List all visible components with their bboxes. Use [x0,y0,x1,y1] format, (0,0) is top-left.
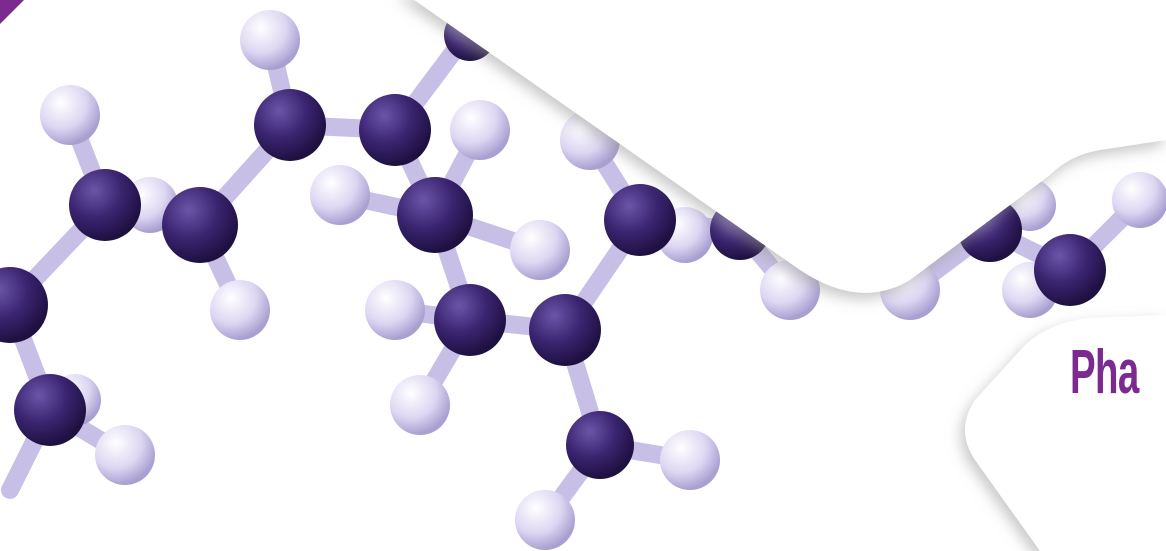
title-panel [965,315,1166,551]
top-diagonal-panel [414,0,1166,293]
banner-title: Pha [1070,338,1139,407]
corner-accent [0,0,24,24]
